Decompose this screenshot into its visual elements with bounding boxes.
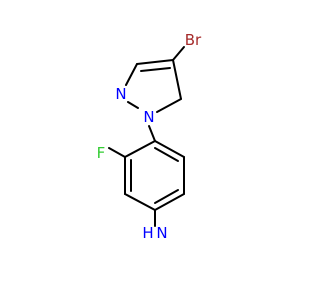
atom-amine-n: N bbox=[156, 224, 167, 242]
bond-c3-c4b bbox=[124, 193, 156, 211]
atom-fluorine: F bbox=[97, 144, 106, 162]
bond-c4b-c5b-double bbox=[154, 189, 179, 204]
bond-n1-c1 bbox=[148, 125, 156, 142]
bond-c4-c5 bbox=[172, 59, 182, 100]
bond-c1-c2 bbox=[124, 140, 156, 158]
bonds bbox=[108, 46, 185, 227]
bond-c2-f bbox=[108, 147, 126, 158]
bond-c4b-c5b bbox=[154, 193, 185, 211]
bond-n2-n1 bbox=[127, 101, 139, 109]
atom-nitrogen-n1: N bbox=[143, 108, 154, 126]
atom-nitrogen-n2: N bbox=[115, 85, 126, 103]
bond-c5-n1 bbox=[156, 98, 182, 113]
molecule-structure: Br N N F H N bbox=[97, 31, 202, 242]
atom-amine-h: H bbox=[142, 224, 153, 242]
bond-n2-c3 bbox=[125, 63, 138, 86]
structure-canvas: Br N N F H N bbox=[97, 31, 202, 242]
bond-c6-c1 bbox=[154, 140, 185, 158]
bond-c4-br bbox=[172, 46, 185, 61]
atom-bromine: Br bbox=[185, 31, 202, 49]
atom-labels: Br N N F H N bbox=[97, 31, 202, 242]
bond-c3-c4-double bbox=[140, 67, 171, 72]
bond-c6-c1-double bbox=[154, 147, 179, 162]
bond-c3-c4 bbox=[136, 59, 174, 65]
